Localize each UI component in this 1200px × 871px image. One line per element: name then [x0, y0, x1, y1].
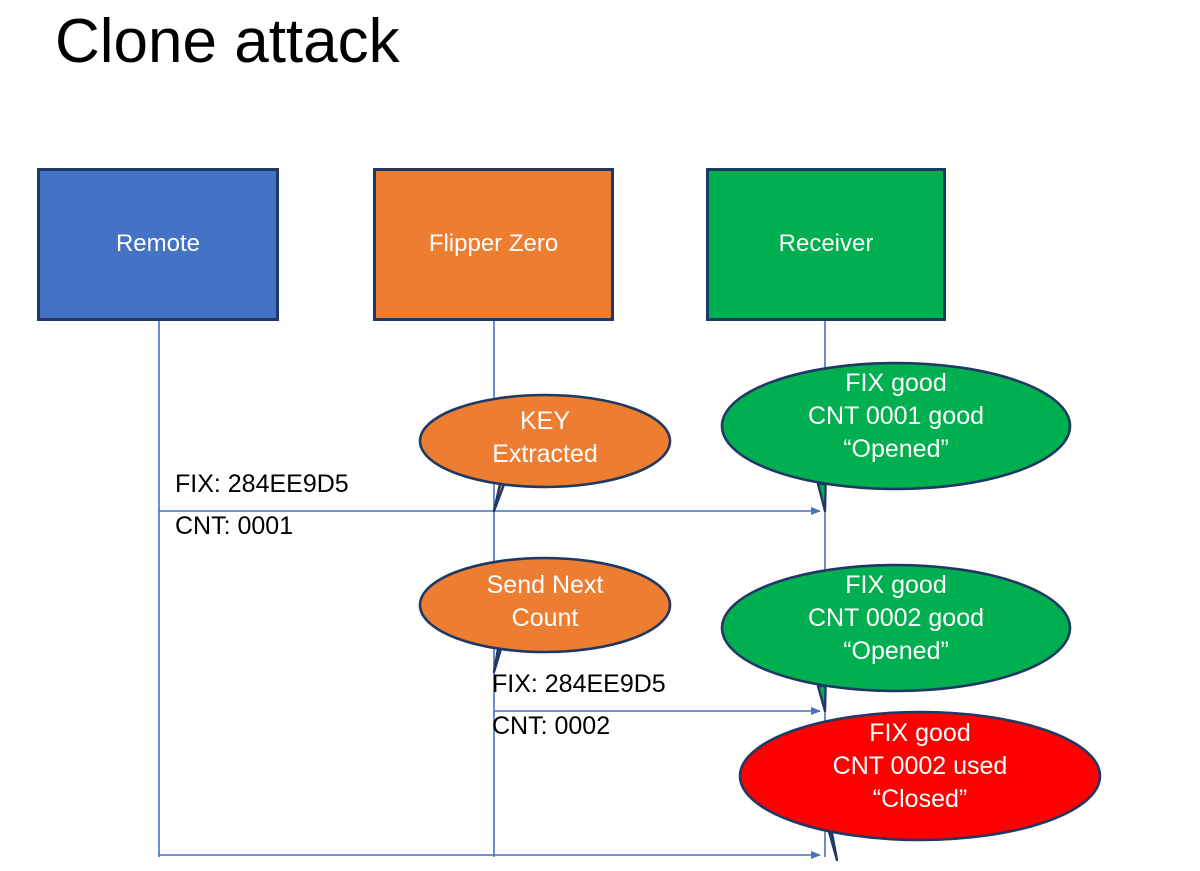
callout-key-extracted-line-2: Extracted [492, 440, 598, 468]
callout-receiver-ok-0001-line-3: “Opened” [843, 435, 949, 463]
callout-key-extracted-text: KEY Extracted [420, 405, 670, 471]
message-2-line-1: FIX: 284EE9D5 [492, 670, 666, 698]
actor-label-receiver: Receiver [778, 230, 874, 258]
actor-box-remote[interactable]: Remote [37, 168, 279, 321]
callout-receiver-ok-0002-line-1: FIX good [845, 571, 947, 599]
callout-key-extracted [418, 393, 672, 513]
callout-send-next-count-line-2: Count [511, 604, 579, 632]
callout-key-extracted-line-1: KEY [519, 407, 571, 435]
actor-box-receiver[interactable]: Receiver [706, 168, 946, 321]
callout-receiver-closed-0002 [738, 710, 1102, 862]
callout-receiver-ok-0001-text: FIX good CNT 0001 good “Opened” [722, 367, 1070, 466]
callout-receiver-ok-0001-line-1: FIX good [845, 369, 947, 397]
callout-receiver-closed-0002-text: FIX good CNT 0002 used “Closed” [740, 717, 1100, 816]
actor-label-remote: Remote [115, 230, 201, 258]
message-2-line-2: CNT: 0002 [492, 712, 611, 740]
message-1-line-2: CNT: 0001 [175, 512, 294, 540]
actor-label-flipper-zero: Flipper Zero [428, 230, 559, 258]
callout-receiver-closed-0002-line-2: CNT 0002 used [832, 752, 1008, 780]
callout-send-next-count-text: Send Next Count [420, 569, 670, 635]
callout-receiver-ok-0002-line-3: “Opened” [843, 637, 949, 665]
page-title: Clone attack [55, 7, 400, 76]
callout-receiver-ok-0002-text: FIX good CNT 0002 good “Opened” [722, 569, 1070, 668]
message-1-line-1: FIX: 284EE9D5 [175, 470, 349, 498]
callout-receiver-ok-0001 [720, 361, 1072, 513]
callout-receiver-ok-0002-line-2: CNT 0002 good [807, 604, 985, 632]
callout-send-next-count [418, 556, 672, 674]
callout-receiver-closed-0002-line-1: FIX good [869, 719, 971, 747]
callout-receiver-ok-0001-line-2: CNT 0001 good [807, 402, 985, 430]
callout-receiver-ok-0002 [720, 563, 1072, 713]
callout-receiver-closed-0002-line-3: “Closed” [872, 785, 968, 813]
callout-send-next-count-line-1: Send Next [486, 571, 604, 599]
actor-box-flipper-zero[interactable]: Flipper Zero [373, 168, 614, 321]
